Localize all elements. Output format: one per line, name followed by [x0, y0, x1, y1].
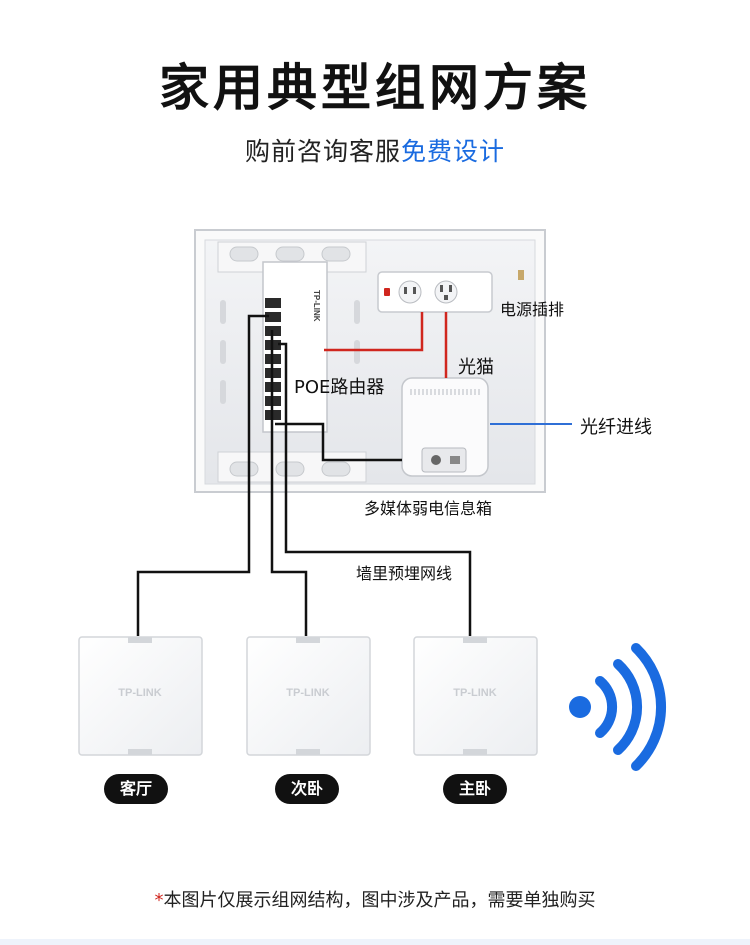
cable-living-room — [136, 314, 269, 636]
label-power-strip: 电源插排 — [500, 300, 565, 319]
router-modem-cable — [275, 422, 402, 462]
optical-modem — [401, 377, 489, 477]
label-wall-cable: 墙里预埋网线 — [356, 564, 453, 583]
ap-brand-logo: TP-LINK — [286, 687, 329, 699]
footnote: *本图片仅展示组网结构，图中涉及产品，需要单独购买 — [0, 886, 750, 912]
label-modem: 光猫 — [458, 357, 494, 378]
power-strip — [377, 271, 493, 313]
router-brand-logo: TP-LINK — [312, 290, 321, 322]
room-label-master-bedroom: 主卧 — [443, 774, 507, 804]
wall-ap-master-bedroom — [413, 636, 538, 756]
page-subtitle: 购前咨询客服免费设计 — [0, 132, 750, 168]
wall-ap-second-bedroom — [246, 636, 371, 756]
bottom-divider — [0, 939, 750, 945]
room-label-living-room: 客厅 — [104, 774, 168, 804]
wall-ap-living-room — [78, 636, 203, 756]
label-fiber-line: 光纤进线 — [580, 417, 652, 438]
ap-brand-logo: TP-LINK — [453, 687, 496, 699]
room-label-second-bedroom: 次卧 — [275, 774, 339, 804]
label-media-box: 多媒体弱电信息箱 — [364, 499, 493, 518]
subtitle-highlight: 免费设计 — [401, 137, 506, 166]
cable-master-bedroom — [278, 342, 472, 636]
footnote-star: * — [154, 890, 164, 911]
page-title: 家用典型组网方案 — [159, 59, 591, 117]
cable-second-bedroom — [270, 330, 308, 636]
ap-brand-logo: TP-LINK — [118, 687, 161, 699]
wifi-icon — [569, 643, 667, 771]
label-poe-router: POE路由器 — [294, 377, 385, 398]
footnote-text: 本图片仅展示组网结构，图中涉及产品，需要单独购买 — [163, 890, 596, 911]
power-line-router — [324, 312, 424, 352]
subtitle-prefix: 购前咨询客服 — [244, 137, 401, 166]
